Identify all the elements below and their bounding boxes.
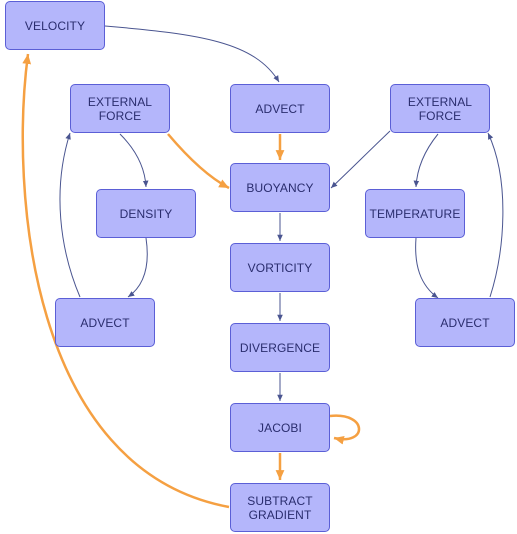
node-divergence-label: DIVERGENCE [239, 340, 321, 355]
edge-jacobi-self-loop [329, 414, 361, 445]
node-advect-left[interactable]: ADVECT [55, 298, 155, 347]
edge-extforce-right-to-temperature [413, 133, 439, 188]
edge-extforce-left-to-density [119, 133, 149, 188]
node-external-force-left-label: EXTERNAL FORCE [87, 94, 153, 123]
edge-subtract-gradient-to-velocity [21, 53, 230, 509]
node-external-force-left[interactable]: EXTERNAL FORCE [70, 84, 170, 133]
node-buoyancy[interactable]: BUOYANCY [230, 163, 330, 212]
node-advect-center-label: ADVECT [255, 101, 305, 116]
edge-advect-left-to-extforce-left [59, 132, 81, 298]
node-advect-right[interactable]: ADVECT [415, 298, 515, 347]
node-jacobi-label: JACOBI [258, 420, 302, 435]
node-vorticity[interactable]: VORTICITY [230, 243, 330, 292]
node-external-force-right[interactable]: EXTERNAL FORCE [390, 84, 490, 133]
node-velocity-label: VELOCITY [24, 18, 86, 33]
edge-extforce-right-to-buoyancy [330, 130, 391, 189]
edge-temperature-to-advect-right [415, 237, 439, 299]
node-temperature[interactable]: TEMPERATURE [365, 189, 465, 238]
node-density-label: DENSITY [119, 206, 173, 221]
node-velocity[interactable]: VELOCITY [5, 1, 105, 50]
node-external-force-right-label: EXTERNAL FORCE [407, 94, 473, 123]
edge-density-to-advect-left [127, 237, 148, 298]
edge-extforce-left-to-buoyancy [167, 133, 230, 190]
node-divergence[interactable]: DIVERGENCE [230, 323, 330, 372]
node-jacobi[interactable]: JACOBI [230, 403, 330, 452]
edge-advect-right-to-extforce-right [487, 132, 504, 298]
node-vorticity-label: VORTICITY [247, 260, 313, 275]
node-density[interactable]: DENSITY [96, 189, 196, 238]
node-advect-right-label: ADVECT [440, 315, 490, 330]
node-temperature-label: TEMPERATURE [369, 206, 461, 221]
node-buoyancy-label: BUOYANCY [246, 180, 314, 195]
node-advect-left-label: ADVECT [80, 315, 130, 330]
node-subtract-gradient-label: SUBTRACT GRADIENT [247, 493, 313, 522]
edge-velocity-to-advect [104, 25, 280, 83]
node-advect-center[interactable]: ADVECT [230, 84, 330, 133]
node-subtract-gradient[interactable]: SUBTRACT GRADIENT [230, 483, 330, 532]
